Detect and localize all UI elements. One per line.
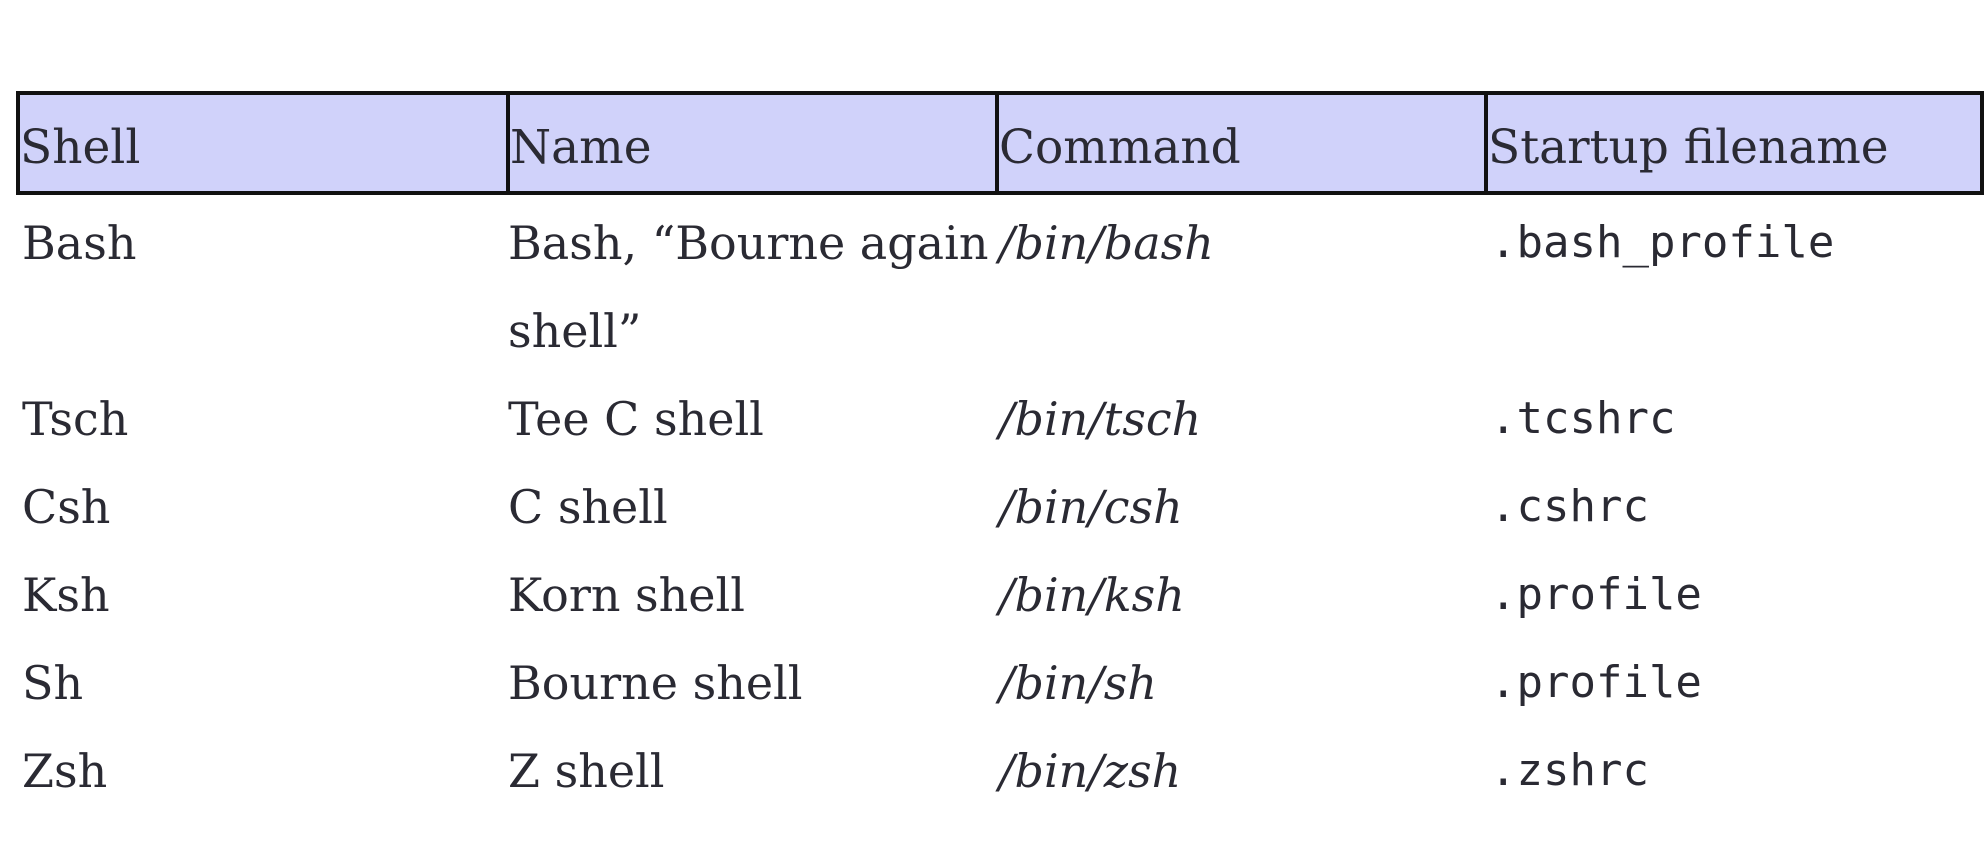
cell-name: Bourne shell (508, 656, 803, 710)
table-row: Csh C shell /bin/csh .cshrc (18, 463, 1982, 551)
table-row: Ksh Korn shell /bin/ksh .profile (18, 551, 1982, 639)
cell-command: /bin/csh (999, 480, 1183, 534)
cell-name: Korn shell (508, 568, 745, 622)
header-row: Shell Name Command Startup filename (16, 91, 1984, 195)
cell-name: Tee C shell (508, 392, 764, 446)
cell-name: C shell (508, 480, 668, 534)
table-row: Bash Bash, “Bourne again shell” /bin/bas… (18, 193, 1982, 375)
header-startup-filename: Startup filename (1484, 91, 1984, 195)
cell-command: /bin/ksh (999, 568, 1185, 622)
cell-name: Z shell (508, 744, 665, 798)
header-shell: Shell (16, 91, 510, 195)
cell-shell: Csh (22, 480, 111, 534)
cell-shell: Ksh (22, 568, 110, 622)
table-row: Zsh Z shell /bin/zsh .zshrc (18, 727, 1982, 815)
cell-name: Bash, “Bourne again shell” (508, 216, 989, 358)
table-row: Tsch Tee C shell /bin/tsch .tcshrc (18, 375, 1982, 463)
cell-startup-filename: .zshrc (1490, 745, 1649, 796)
cell-startup-filename: .bash_profile (1490, 217, 1835, 268)
cell-command: /bin/bash (999, 216, 1214, 270)
cell-startup-filename: .profile (1490, 657, 1702, 708)
cell-startup-filename: .tcshrc (1490, 393, 1676, 444)
header-name: Name (506, 91, 999, 195)
cell-shell: Bash (22, 216, 137, 270)
cell-shell: Tsch (22, 392, 129, 446)
header-command: Command (995, 91, 1488, 195)
cell-command: /bin/tsch (999, 392, 1202, 446)
table-header: Shell Name Command Startup filename (16, 91, 1984, 195)
cell-startup-filename: .cshrc (1490, 481, 1649, 532)
cell-command: /bin/sh (999, 656, 1158, 710)
cell-startup-filename: .profile (1490, 569, 1702, 620)
cell-shell: Sh (22, 656, 84, 710)
cell-shell: Zsh (22, 744, 108, 798)
table-body: Bash Bash, “Bourne again shell” /bin/bas… (18, 193, 1982, 815)
shells-table: Shell Name Command Startup filename Bash… (16, 91, 1984, 815)
cell-command: /bin/zsh (999, 744, 1182, 798)
table-row: Sh Bourne shell /bin/sh .profile (18, 639, 1982, 727)
